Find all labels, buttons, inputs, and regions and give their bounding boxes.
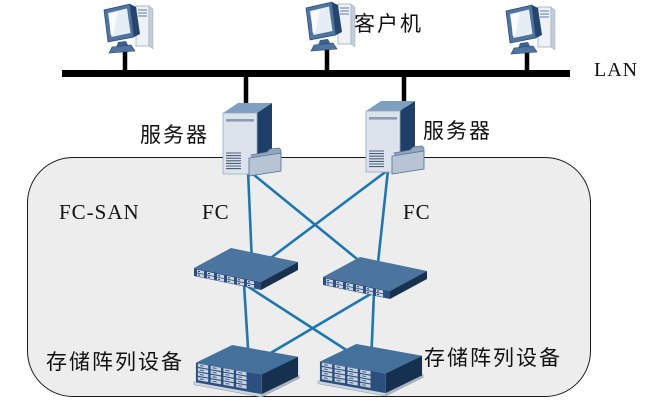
server-icon	[222, 103, 282, 177]
client-computer-icon	[505, 4, 556, 55]
server-icon	[365, 101, 425, 175]
storage-array-icon	[193, 344, 300, 398]
fc-label-left: FC	[202, 200, 230, 224]
storage-label-left: 存储阵列设备	[46, 350, 184, 374]
fc-label-right: FC	[403, 200, 431, 224]
lan-label: LAN	[594, 59, 639, 81]
server-label-left: 服务器	[140, 123, 209, 147]
server-label-right: 服务器	[423, 119, 492, 143]
fc-switch-icon	[194, 248, 298, 290]
fc-switch-icon	[323, 257, 427, 299]
fcsan-label: FC-SAN	[59, 200, 140, 224]
client-computer-icon	[305, 1, 356, 52]
client-label: 客户机	[354, 12, 423, 36]
storage-label-right: 存储阵列设备	[424, 346, 562, 370]
client-computer-icon	[103, 3, 154, 54]
storage-array-icon	[317, 343, 424, 397]
